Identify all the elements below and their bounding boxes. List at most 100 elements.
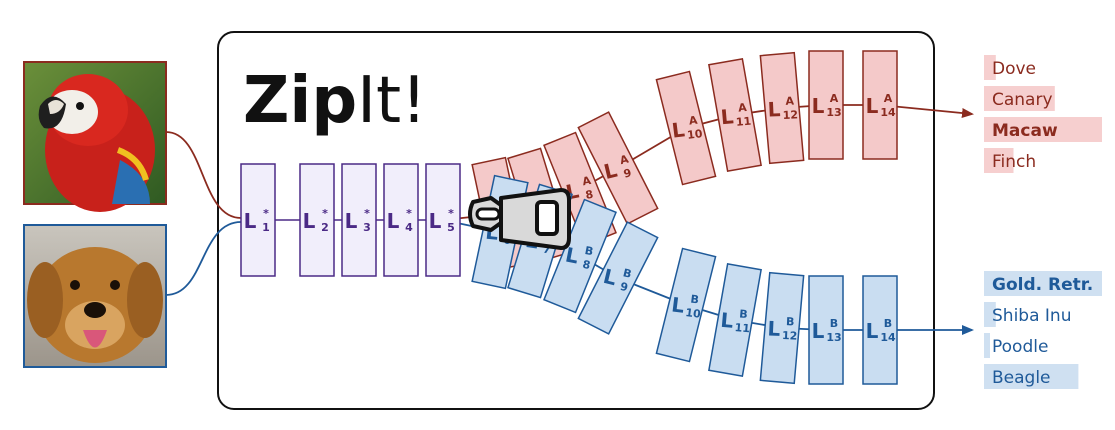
layer-box xyxy=(341,163,377,277)
score-bar xyxy=(984,271,1102,296)
layer-box xyxy=(425,163,461,277)
shared-layer-5: L *5 xyxy=(425,163,461,277)
title-thin: It! xyxy=(357,64,427,138)
output-item: Gold. Retr. xyxy=(984,271,1102,296)
layer-subscript: 9 xyxy=(622,166,632,180)
layer-box xyxy=(708,262,762,378)
layer-subscript: 9 xyxy=(619,280,629,294)
input-b-link xyxy=(165,221,242,296)
output-item: Dove xyxy=(984,55,1036,80)
layer-superscript: A xyxy=(830,92,839,105)
layer-subscript: 1 xyxy=(262,221,270,234)
layer-box xyxy=(577,111,659,225)
layer-box xyxy=(655,70,717,186)
input-a-link xyxy=(165,131,242,219)
output-item: Macaw xyxy=(984,117,1102,142)
layer-superscript: B xyxy=(739,307,748,321)
score-bar xyxy=(984,86,1055,111)
layer-subscript: 14 xyxy=(880,331,896,344)
layer-letter: L xyxy=(767,316,781,341)
layer-subscript: 8 xyxy=(581,258,591,272)
layer-letter: L xyxy=(563,242,580,268)
score-bar xyxy=(984,333,990,358)
layer-box xyxy=(759,271,805,385)
layer-subscript: 10 xyxy=(685,306,702,321)
title-bold: Zip xyxy=(243,64,357,138)
layer-subscript: 13 xyxy=(826,106,841,119)
score-bar xyxy=(984,302,996,327)
layer-superscript: * xyxy=(448,207,454,220)
layer-subscript: 4 xyxy=(405,221,413,234)
score-bar xyxy=(984,148,1014,173)
layer-box xyxy=(808,275,844,385)
layer-subscript: 11 xyxy=(735,115,751,129)
layer-superscript: A xyxy=(581,174,592,188)
shared-layer-3: L*3 xyxy=(341,163,377,277)
dog-photo xyxy=(23,224,167,368)
layer-box xyxy=(862,50,898,160)
layer-letter: L xyxy=(670,117,686,142)
layer-superscript: A xyxy=(884,92,893,105)
layer-superscript: A xyxy=(688,114,699,128)
layer-superscript: A xyxy=(785,94,795,107)
output-item: Beagle xyxy=(984,364,1079,389)
layer-superscript: B xyxy=(584,244,595,258)
score-bar xyxy=(984,364,1079,389)
zipper-pull-icon xyxy=(468,188,571,250)
layer-superscript: B xyxy=(884,317,892,330)
layer-subscript: 8 xyxy=(584,188,594,202)
layer-box xyxy=(383,163,419,277)
score-bar xyxy=(984,117,1102,142)
layer-subscript: 12 xyxy=(782,329,798,343)
output-label: Macaw xyxy=(992,121,1058,141)
layer-letter: L xyxy=(720,308,735,333)
layer-letter: L xyxy=(303,209,316,233)
output-item: Finch xyxy=(984,148,1036,173)
output-label: Dove xyxy=(992,59,1036,79)
layer-letter: L xyxy=(670,292,686,317)
layer-box xyxy=(240,163,276,277)
layer-letter: L xyxy=(429,209,442,233)
shared-layer-1: L*1 xyxy=(240,163,276,277)
layer-box xyxy=(655,247,717,363)
layer-letter: L xyxy=(720,104,735,129)
layer-superscript: B xyxy=(622,266,633,281)
layer-letter: L xyxy=(812,94,825,118)
output-label: Gold. Retr. xyxy=(992,275,1093,295)
layer-subscript: 11 xyxy=(734,321,750,335)
score-bar xyxy=(984,55,996,80)
layer-subscript: 5 xyxy=(447,221,455,234)
shared-layer-2: L *2 xyxy=(299,163,335,277)
layer-subscript: 3 xyxy=(363,221,371,234)
layer-superscript: B xyxy=(690,293,700,307)
layer-superscript: A xyxy=(619,152,631,167)
layer-box xyxy=(808,50,844,160)
output-label: Canary xyxy=(992,90,1053,110)
layer-box xyxy=(577,221,659,335)
layer-box xyxy=(759,51,805,165)
layer-superscript: * xyxy=(406,207,412,220)
layer-superscript: B xyxy=(786,315,795,328)
layer-subscript: 10 xyxy=(686,127,703,142)
layer-subscript: 12 xyxy=(782,108,798,122)
layer-superscript: * xyxy=(322,207,328,220)
layer-letter: L xyxy=(866,94,879,118)
shared-layer-4: L*4 xyxy=(383,163,419,277)
layer-box xyxy=(862,275,898,385)
output-label: Beagle xyxy=(992,368,1051,388)
layer-letter: L xyxy=(601,158,619,184)
layer-subscript: 2 xyxy=(321,221,329,234)
